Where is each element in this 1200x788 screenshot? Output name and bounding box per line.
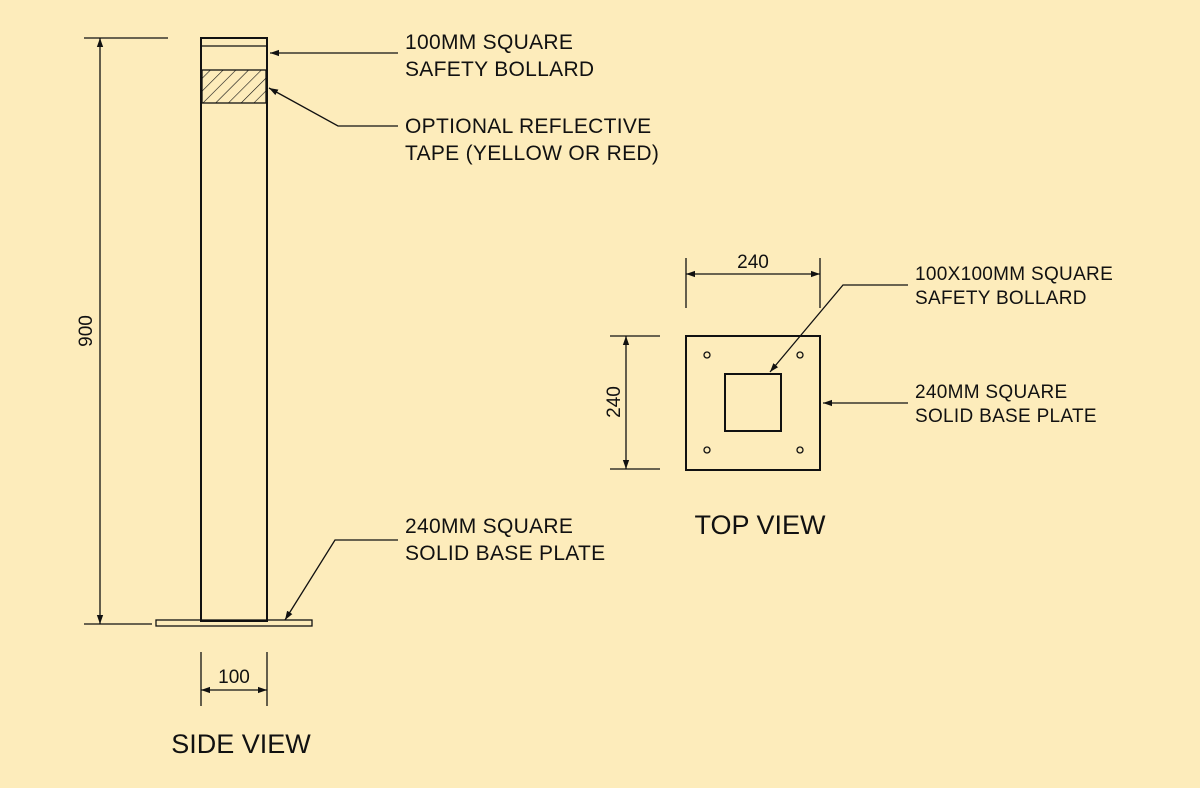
bolt-hole-top-right — [796, 351, 804, 359]
side-tape-leader — [268, 87, 398, 127]
top-bollard-leader — [769, 284, 908, 373]
side-base-leader — [284, 539, 398, 621]
top-base-plate — [685, 335, 821, 471]
side-height-dimension-label: 900 — [76, 315, 97, 347]
side-width-dimension-label: 100 — [218, 667, 250, 688]
top-height-dimension: 240 — [604, 335, 660, 470]
top-base-callout: 240MM SQUARE SOLID BASE PLATE — [915, 382, 1097, 427]
side-base-plate — [155, 619, 313, 627]
side-bollard-post — [200, 37, 268, 622]
top-height-dimension-label: 240 — [604, 386, 625, 418]
side-view: 900 100 100MM SQUARE SAFETY BOLLARD OPTI… — [76, 31, 659, 759]
side-height-dimension: 900 — [76, 37, 168, 625]
bolt-hole-bottom-right — [796, 446, 804, 454]
top-view: 240 240 100X100MM SQUARE SAFETY BOLLARD … — [604, 252, 1119, 540]
top-view-title: TOP VIEW — [694, 510, 826, 540]
side-tape-callout: OPTIONAL REFLECTIVE TAPE (YELLOW OR RED) — [405, 115, 659, 165]
bolt-hole-top-left — [703, 351, 711, 359]
side-reflective-tape — [201, 69, 267, 104]
side-view-title: SIDE VIEW — [171, 729, 311, 759]
top-bollard-callout: 100X100MM SQUARE SAFETY BOLLARD — [915, 264, 1119, 309]
side-width-dimension: 100 — [200, 652, 268, 706]
side-base-callout: 240MM SQUARE SOLID BASE PLATE — [405, 515, 606, 565]
top-bollard-square — [724, 373, 782, 432]
bolt-hole-bottom-left — [703, 446, 711, 454]
top-width-dimension: 240 — [685, 252, 821, 308]
top-width-dimension-label: 240 — [737, 252, 769, 273]
side-bollard-callout: 100MM SQUARE SAFETY BOLLARD — [405, 31, 594, 81]
